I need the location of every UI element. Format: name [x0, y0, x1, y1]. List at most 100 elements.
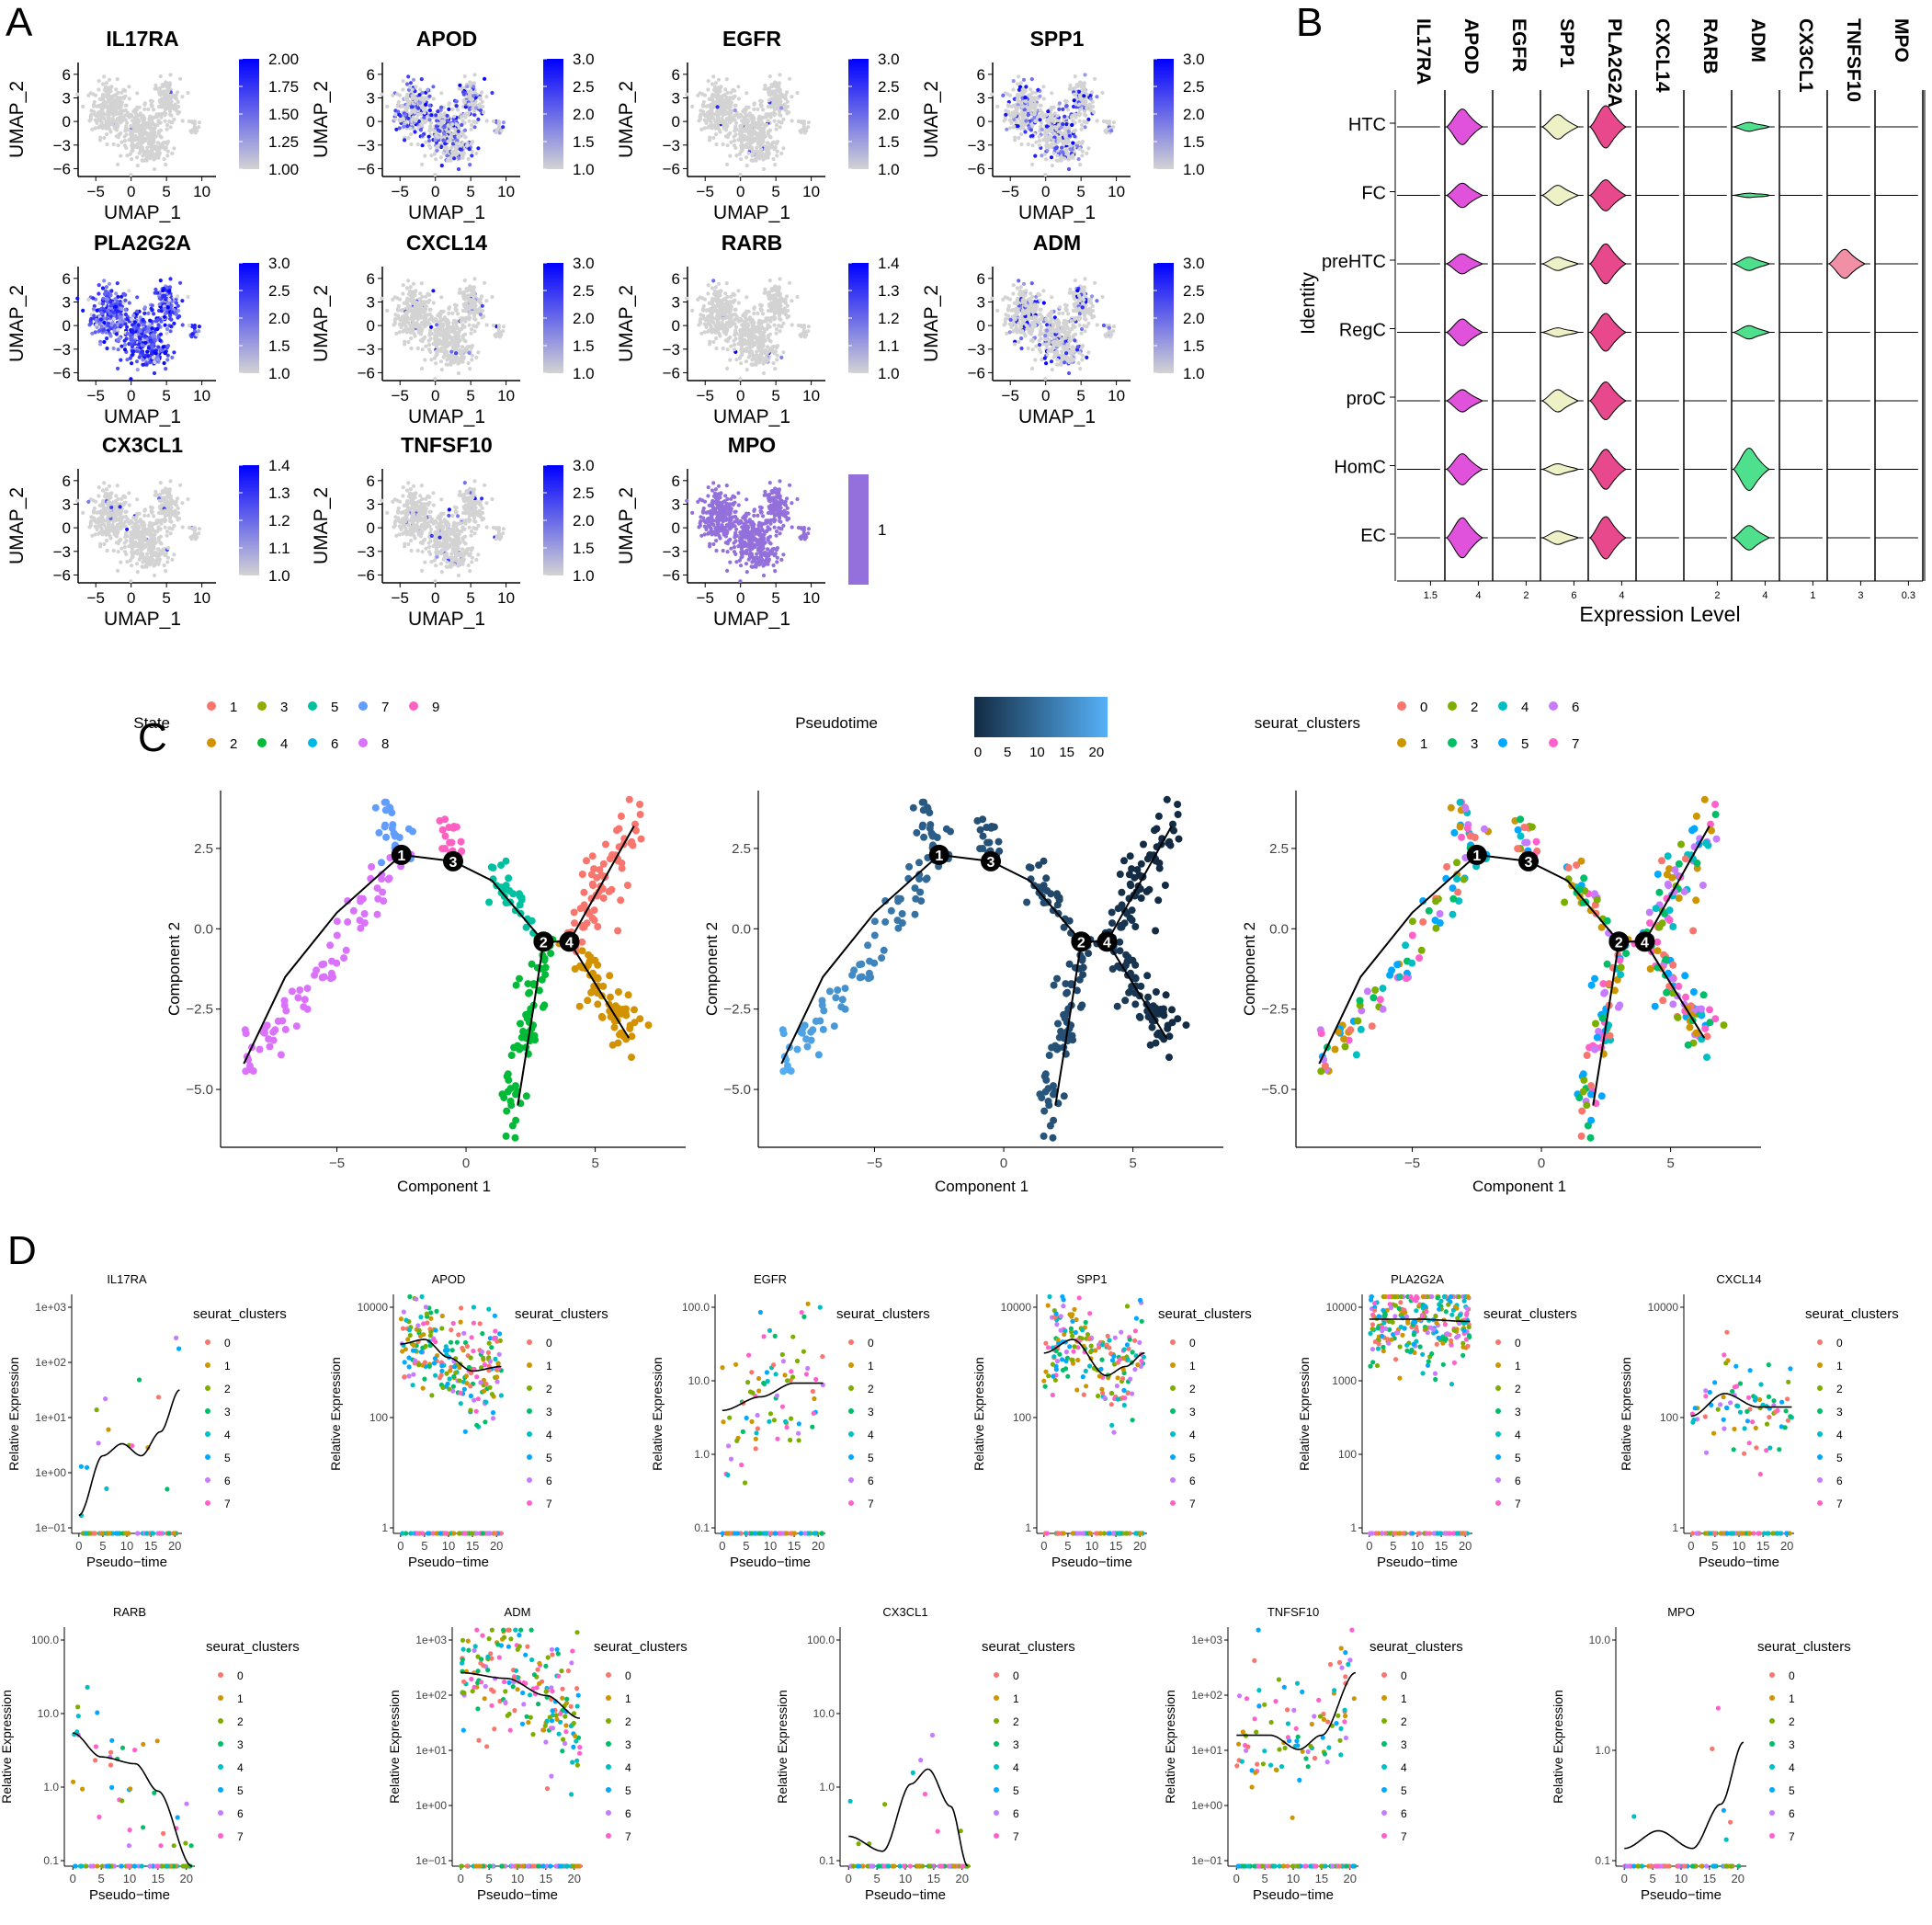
umap-point — [416, 106, 421, 110]
gene-title: CXCL14 — [406, 231, 487, 255]
umap-point — [148, 156, 153, 161]
umap-point — [1044, 133, 1049, 138]
x-tick-label: 0 — [736, 387, 744, 404]
umap-point — [1064, 147, 1069, 152]
umap-point — [1078, 93, 1083, 97]
legend-label: 1.5 — [573, 133, 595, 151]
umap-point — [150, 351, 154, 356]
umap-point — [1044, 124, 1050, 129]
umap-point — [1072, 92, 1076, 97]
umap-point — [474, 355, 479, 359]
legend-label: 2.00 — [268, 51, 299, 68]
umap-point — [100, 286, 106, 290]
umap-point — [472, 73, 477, 77]
umap-point — [456, 312, 460, 316]
umap-point — [168, 125, 173, 130]
umap-point — [474, 106, 479, 110]
umap-point — [1084, 120, 1088, 125]
umap-point — [452, 156, 457, 161]
umap-point — [1030, 123, 1035, 128]
umap-point — [501, 329, 506, 334]
umap-point — [142, 305, 147, 310]
umap-point — [190, 332, 195, 336]
umap-point — [141, 154, 145, 158]
umap-point — [747, 125, 752, 130]
umap-point — [395, 306, 401, 312]
umap-point — [119, 344, 124, 348]
umap-point — [440, 323, 445, 327]
legend-label: 2.5 — [1183, 78, 1205, 96]
umap-point — [114, 128, 119, 132]
umap-point — [1046, 109, 1051, 114]
y-axis-label: UMAP_2 — [6, 285, 28, 362]
umap-point — [772, 119, 777, 123]
umap-point — [1066, 129, 1071, 133]
umap-point — [180, 323, 185, 327]
umap-point — [137, 131, 142, 135]
umap-point — [1076, 110, 1082, 115]
umap-point — [690, 308, 695, 313]
umap-point — [767, 113, 772, 118]
umap-point — [146, 326, 151, 331]
umap-point — [469, 331, 473, 336]
umap-point — [1011, 87, 1016, 92]
umap-point — [1090, 90, 1095, 95]
umap-point — [470, 305, 474, 310]
umap-point — [101, 92, 106, 97]
umap-point — [141, 323, 145, 327]
umap-point — [172, 350, 176, 355]
umap-point — [163, 102, 167, 107]
umap-point — [1017, 135, 1021, 141]
umap-point — [772, 89, 777, 94]
umap-point — [744, 91, 749, 96]
legend-label: 2.5 — [573, 78, 595, 96]
umap-point — [130, 328, 135, 333]
umap-point — [91, 92, 96, 97]
umap-point — [1026, 142, 1030, 147]
umap-point — [756, 107, 760, 111]
umap-point — [98, 342, 103, 347]
umap-point — [99, 324, 104, 328]
legend-label: 2.5 — [878, 78, 900, 96]
umap-point — [770, 141, 775, 145]
umap-point — [465, 141, 470, 145]
umap-point — [165, 331, 169, 336]
umap-point — [109, 289, 114, 293]
umap-point — [1034, 140, 1039, 144]
umap-point — [391, 297, 395, 302]
umap-point — [752, 107, 756, 111]
umap-point — [733, 298, 737, 302]
umap-point — [413, 334, 417, 338]
umap-point — [114, 332, 119, 336]
umap-point — [732, 143, 737, 148]
umap-point — [163, 350, 167, 356]
umap-point — [158, 332, 164, 336]
umap-point — [413, 300, 417, 304]
umap-point — [122, 134, 127, 139]
umap-point — [437, 116, 441, 120]
umap-point — [1014, 108, 1018, 112]
umap-point — [163, 119, 167, 123]
umap-point — [447, 311, 451, 315]
umap-point — [162, 360, 166, 366]
umap-point — [723, 87, 728, 92]
umap-point — [1013, 113, 1017, 118]
umap-point — [416, 310, 421, 314]
umap-point — [756, 150, 760, 154]
x-tick-label: 0 — [127, 387, 135, 404]
umap-point — [790, 95, 794, 99]
umap-point — [451, 131, 456, 136]
umap-point — [1111, 125, 1116, 130]
umap-point — [1057, 107, 1062, 111]
umap-point — [147, 131, 152, 136]
umap-point — [766, 119, 770, 123]
umap-point — [91, 296, 96, 301]
umap-point — [450, 107, 455, 111]
umap-point — [729, 102, 733, 107]
umap-point — [141, 358, 145, 362]
umap-point — [473, 120, 478, 125]
umap-point — [129, 138, 133, 142]
umap-point — [472, 81, 477, 85]
umap-point — [420, 366, 425, 370]
